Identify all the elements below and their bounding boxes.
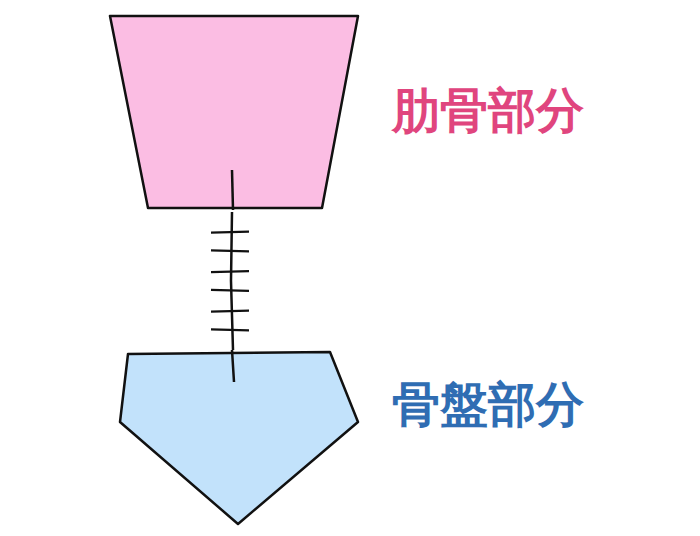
spine-line [232,350,234,382]
part-label: 骨盤部分 [392,378,584,431]
vertebra-tick [211,271,249,272]
rib-cage-shape [110,16,358,208]
vertebra-tick [211,232,249,233]
vertebra-tick [211,250,249,251]
body-part: 骨盤部分 [100,350,610,530]
pelvis-shape [100,350,610,530]
body-part: 肋骨部分 [100,10,610,212]
spine-line [232,170,233,210]
vertebra-tick [211,329,249,330]
part-label: 肋骨部分 [392,84,584,137]
vertebra-tick [211,290,249,291]
vertebra-tick [211,311,249,312]
pelvis-shape [120,352,358,524]
